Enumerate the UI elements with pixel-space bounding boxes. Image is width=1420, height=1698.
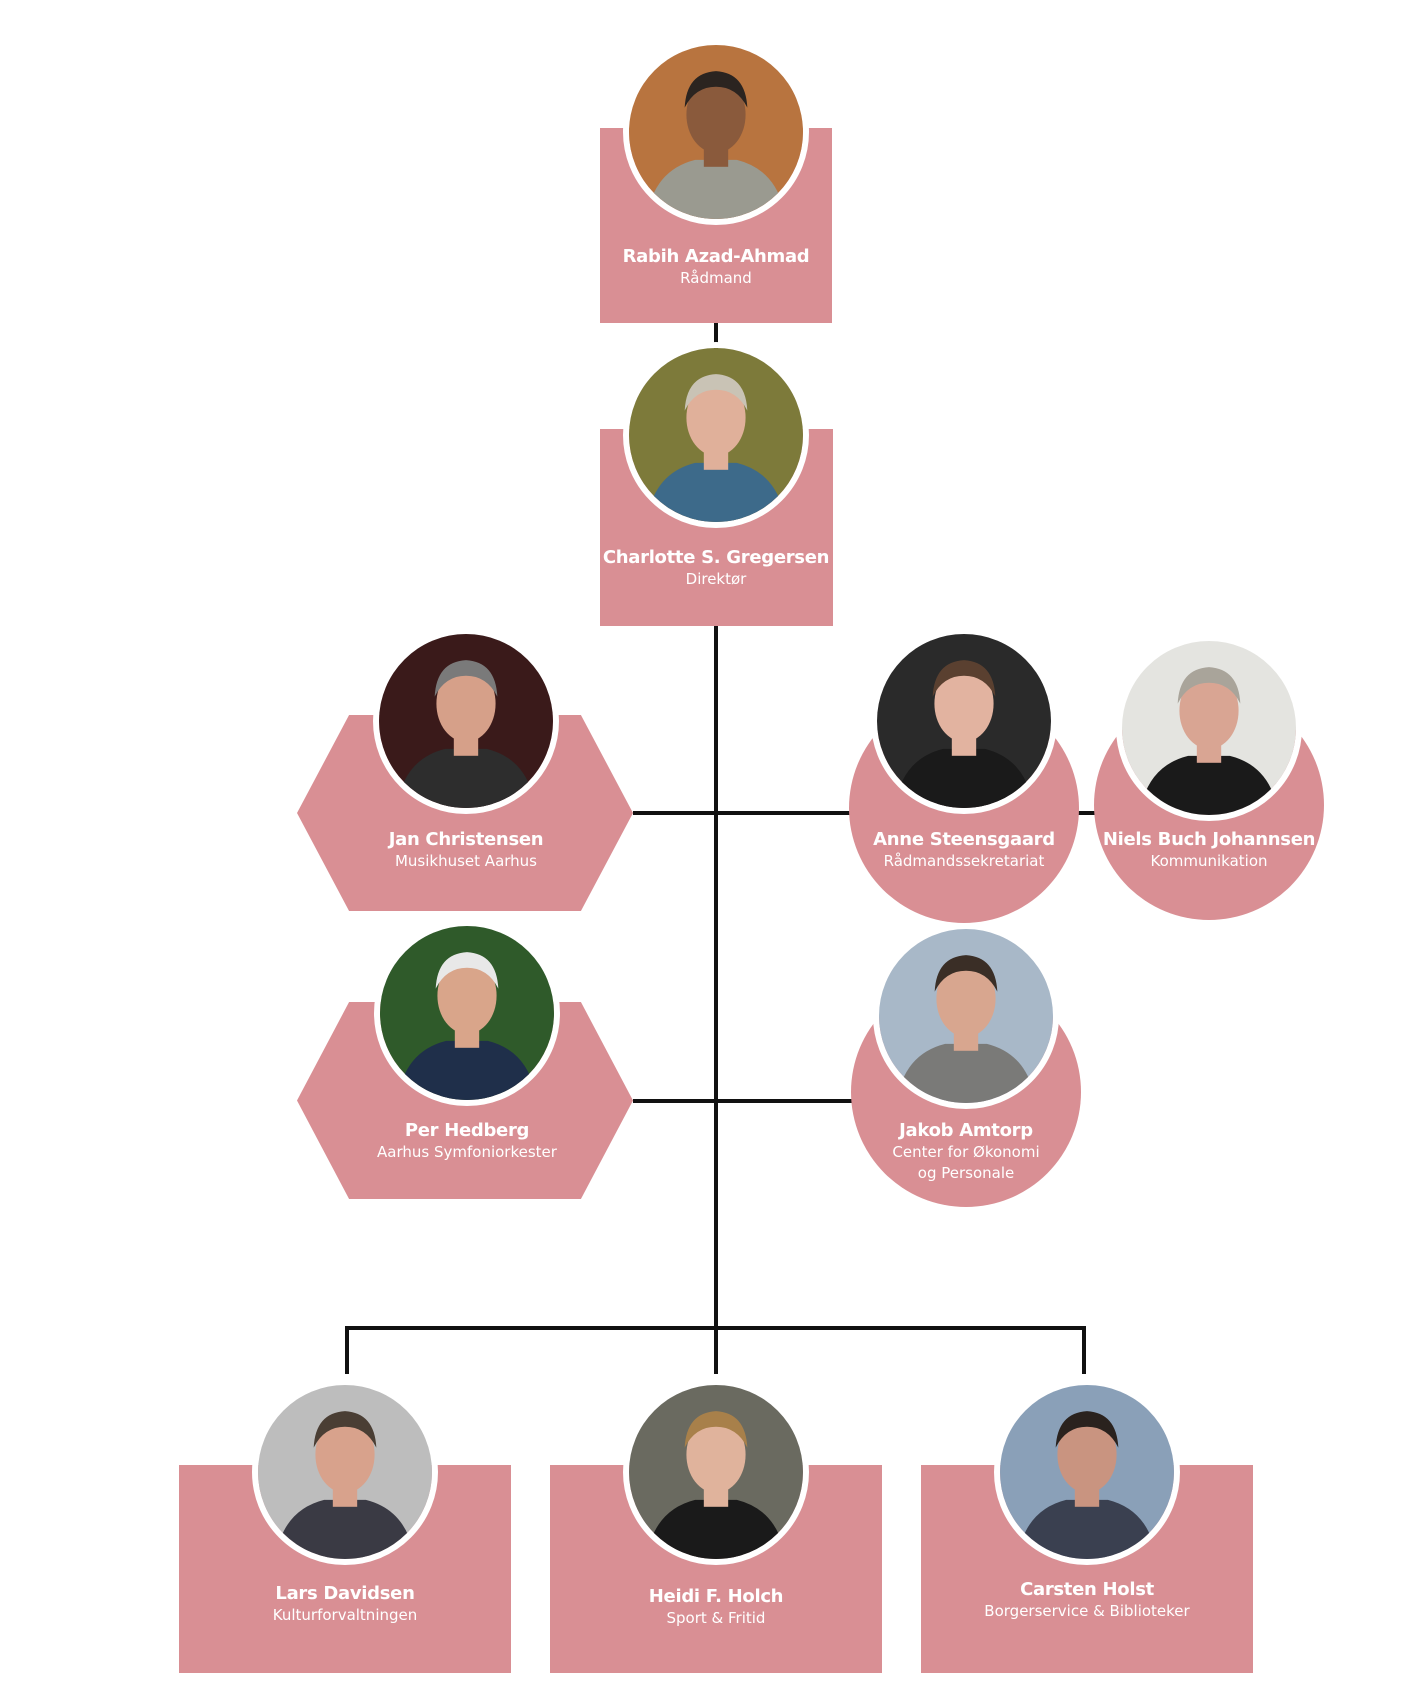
person-role: Direktør bbox=[685, 570, 747, 588]
person-photo-icon bbox=[1122, 641, 1296, 815]
person-photo-icon bbox=[379, 634, 553, 808]
avatar bbox=[623, 39, 809, 225]
connector-line bbox=[345, 1326, 349, 1374]
person-role: Musikhuset Aarhus bbox=[394, 852, 537, 870]
person-name: Niels Buch Johannsen bbox=[1102, 829, 1316, 850]
person-photo-icon bbox=[629, 1385, 803, 1559]
person-name: Jakob Amtorp bbox=[899, 1120, 1033, 1141]
person-photo-icon bbox=[258, 1385, 432, 1559]
person-role: Kulturforvaltningen bbox=[272, 1606, 418, 1624]
person-photo-icon bbox=[629, 45, 803, 219]
person-role: Sport & Fritid bbox=[666, 1609, 766, 1627]
person-name: Lars Davidsen bbox=[275, 1583, 415, 1604]
avatar bbox=[374, 920, 560, 1106]
avatar bbox=[873, 923, 1059, 1109]
person-photo-icon bbox=[879, 929, 1053, 1103]
connector-line bbox=[633, 811, 852, 815]
person-role: Aarhus Symfoniorkester bbox=[377, 1143, 557, 1161]
avatar bbox=[373, 628, 559, 814]
person-role: Borgerservice & Biblioteker bbox=[984, 1602, 1190, 1620]
person-name: Anne Steensgaard bbox=[873, 829, 1055, 850]
avatar bbox=[994, 1379, 1180, 1565]
person-name: Heidi F. Holch bbox=[648, 1586, 784, 1607]
connector-line bbox=[633, 1099, 852, 1103]
person-role: Center for Økonomi bbox=[892, 1143, 1040, 1161]
person-role: og Personale bbox=[917, 1164, 1015, 1182]
person-photo-icon bbox=[877, 634, 1051, 808]
person-photo-icon bbox=[1000, 1385, 1174, 1559]
person-name: Carsten Holst bbox=[1020, 1579, 1154, 1600]
connector-line bbox=[714, 323, 718, 1374]
person-name: Charlotte S. Gregersen bbox=[602, 547, 830, 568]
person-role: Rådmand bbox=[680, 269, 752, 287]
person-name: Per Hedberg bbox=[404, 1120, 530, 1141]
person-role: Kommunikation bbox=[1150, 852, 1268, 870]
avatar bbox=[1116, 635, 1302, 821]
connector-line bbox=[345, 1326, 1086, 1330]
person-name: Jan Christensen bbox=[388, 829, 544, 850]
person-photo-icon bbox=[380, 926, 554, 1100]
avatar bbox=[623, 1379, 809, 1565]
person-photo-icon bbox=[629, 348, 803, 522]
person-role: Rådmandssekretariat bbox=[883, 852, 1045, 870]
avatar bbox=[623, 342, 809, 528]
avatar bbox=[252, 1379, 438, 1565]
avatar bbox=[871, 628, 1057, 814]
connector-line bbox=[1075, 811, 1097, 815]
person-name: Rabih Azad-Ahmad bbox=[622, 246, 810, 267]
connector-line bbox=[1082, 1326, 1086, 1374]
